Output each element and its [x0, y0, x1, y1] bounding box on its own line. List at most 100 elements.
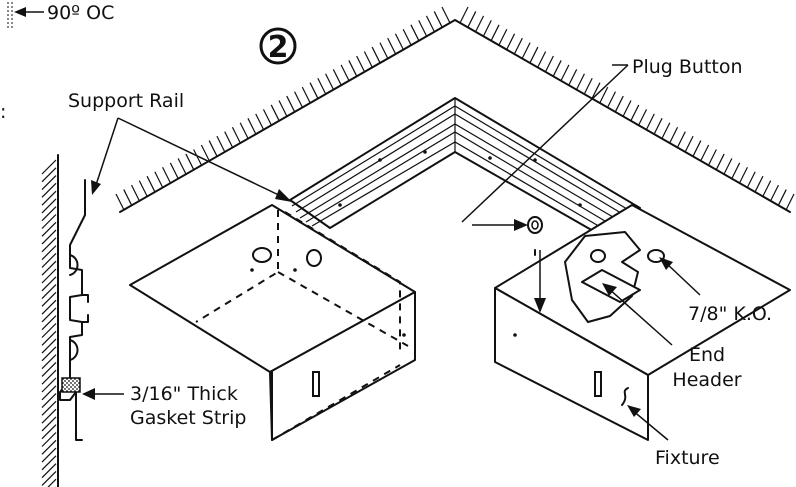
hatch-line	[41, 439, 57, 455]
hatch-line	[669, 126, 679, 144]
hatch-line	[41, 400, 57, 416]
wall-hatch	[41, 154, 59, 487]
hatch-line	[521, 42, 531, 59]
hatch-line	[394, 33, 404, 50]
hatch-line	[41, 354, 57, 370]
hatch-line	[325, 73, 335, 91]
hatch-line	[568, 69, 578, 86]
hatch-line	[490, 24, 500, 42]
hatch-line	[278, 100, 288, 117]
hatch-line	[746, 171, 756, 189]
hatch-line	[41, 214, 57, 229]
hatch-line	[169, 162, 179, 180]
hatch-line	[425, 15, 436, 33]
gasket-label-line1: 3/16" Thick	[130, 383, 238, 405]
corner-channel	[289, 97, 641, 233]
hatch-line	[692, 140, 702, 157]
hatch-line	[41, 432, 57, 447]
hatch-line	[332, 69, 342, 86]
hatch-line	[762, 180, 772, 197]
hatch-line	[41, 377, 57, 393]
hatch-line	[200, 144, 210, 162]
hatch-line	[41, 206, 57, 222]
gasket-label-line2: Gasket Strip	[130, 407, 246, 429]
hatch-line	[41, 424, 57, 440]
hatch-line	[513, 37, 523, 55]
hatch-line	[41, 408, 57, 424]
hatch-line	[583, 77, 593, 95]
hatch-line	[41, 245, 57, 261]
hatch-line	[154, 171, 164, 189]
hatch-line	[41, 198, 57, 214]
step-badge: 2	[259, 27, 297, 65]
hatch-line	[115, 193, 125, 211]
hatch-line	[498, 28, 508, 46]
hatch-line	[309, 82, 319, 99]
hatch-line	[537, 51, 547, 68]
hatch-line	[123, 189, 133, 206]
hatch-line	[224, 131, 234, 148]
hatch-line	[41, 253, 57, 268]
hatch-line	[216, 135, 226, 153]
hatch-line	[560, 64, 570, 82]
hatch-line	[371, 46, 381, 64]
hatch-line	[474, 15, 485, 33]
hatch-line	[591, 82, 601, 99]
hatch-line	[193, 149, 203, 166]
hatch-line	[467, 11, 477, 28]
hatch-line	[769, 184, 780, 202]
hatch-line	[363, 51, 373, 68]
hatch-line	[348, 60, 358, 77]
hatch-line	[41, 229, 57, 245]
hatch-line	[286, 95, 296, 113]
spacing-label: 90º OC	[47, 2, 114, 24]
hatch-line	[379, 42, 389, 59]
leader-lines	[91, 64, 701, 441]
fixture-label: Fixture	[655, 447, 720, 469]
hatch-line	[239, 122, 249, 140]
hatch-line	[262, 109, 273, 126]
hatch-line	[41, 416, 57, 432]
hatch-line	[293, 91, 304, 108]
end-header-label-line1: End	[689, 344, 725, 366]
hatch-line	[614, 95, 624, 113]
hatch-line	[754, 175, 764, 193]
hatch-line	[459, 6, 469, 24]
left-fixture-box	[129, 204, 416, 441]
hatch-line	[575, 73, 585, 91]
hatch-line	[41, 291, 57, 307]
hatch-line	[723, 158, 733, 175]
hatch-line	[482, 20, 492, 37]
hatch-line	[231, 126, 241, 144]
hatch-line	[41, 455, 57, 471]
spacing-callout: 90º OC :	[0, 2, 114, 123]
hatch-line	[41, 385, 57, 401]
hatch-line	[41, 393, 57, 408]
hatch-line	[146, 175, 156, 193]
hatch-line	[41, 159, 57, 175]
hatch-line	[41, 268, 57, 284]
step-number: 2	[268, 30, 289, 65]
hatch-line	[402, 28, 412, 46]
hatch-line	[41, 260, 57, 276]
hatch-line	[208, 140, 218, 157]
hatch-line	[684, 135, 694, 153]
hatch-line	[356, 55, 366, 73]
hatch-line	[700, 144, 710, 162]
hatch-line	[41, 284, 57, 299]
hatch-line	[41, 167, 57, 183]
hatch-line	[441, 6, 451, 24]
hatch-line	[130, 184, 141, 202]
hatch-line	[41, 299, 57, 315]
hatch-line	[41, 330, 57, 346]
hatch-line	[630, 104, 640, 122]
hatch-line	[255, 113, 265, 131]
hatch-line	[606, 91, 617, 108]
hatch-line	[41, 346, 57, 362]
hatch-line	[41, 463, 57, 479]
hatch-line	[47, 478, 57, 487]
hatch-line	[661, 122, 671, 140]
cut-off-colon: :	[0, 101, 6, 123]
